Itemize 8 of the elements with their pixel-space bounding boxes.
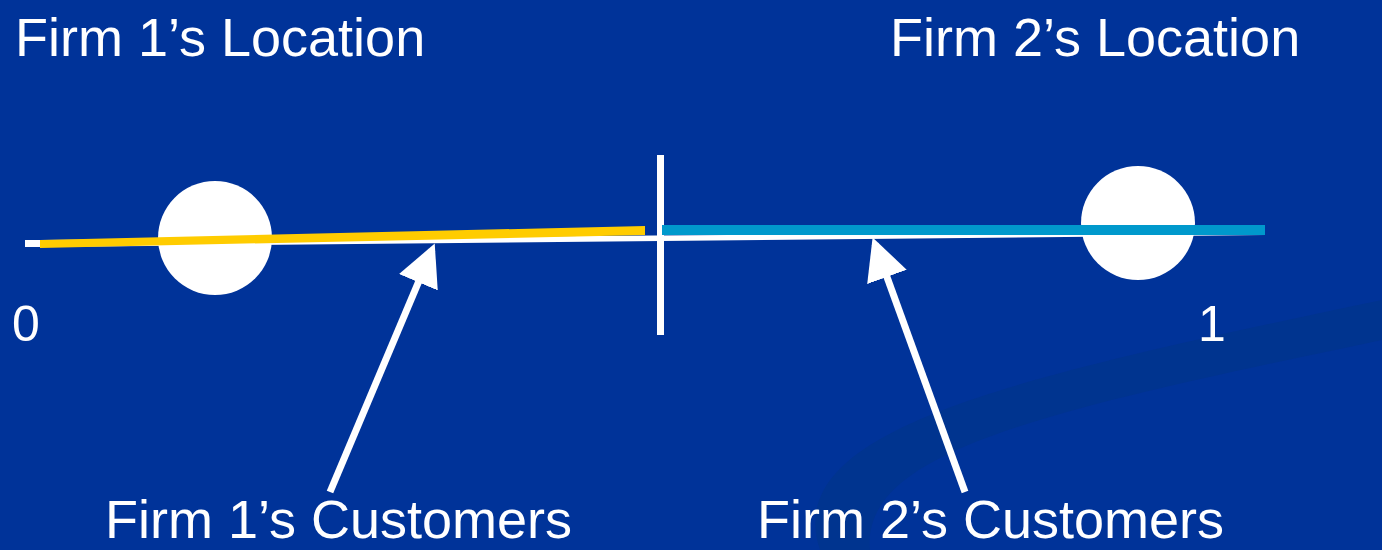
arrow — [867, 237, 969, 494]
customers-label: Firm 1’s Customers — [105, 488, 573, 550]
arrow — [326, 243, 438, 494]
location-label: Firm 2’s Location — [890, 6, 1301, 69]
customers-label: Firm 2’s Customers — [757, 488, 1225, 550]
axis-endpoint-label: 1 — [1198, 296, 1226, 354]
location-label: Firm 1’s Location — [15, 6, 426, 69]
axis-endpoint-label: 0 — [12, 296, 40, 354]
